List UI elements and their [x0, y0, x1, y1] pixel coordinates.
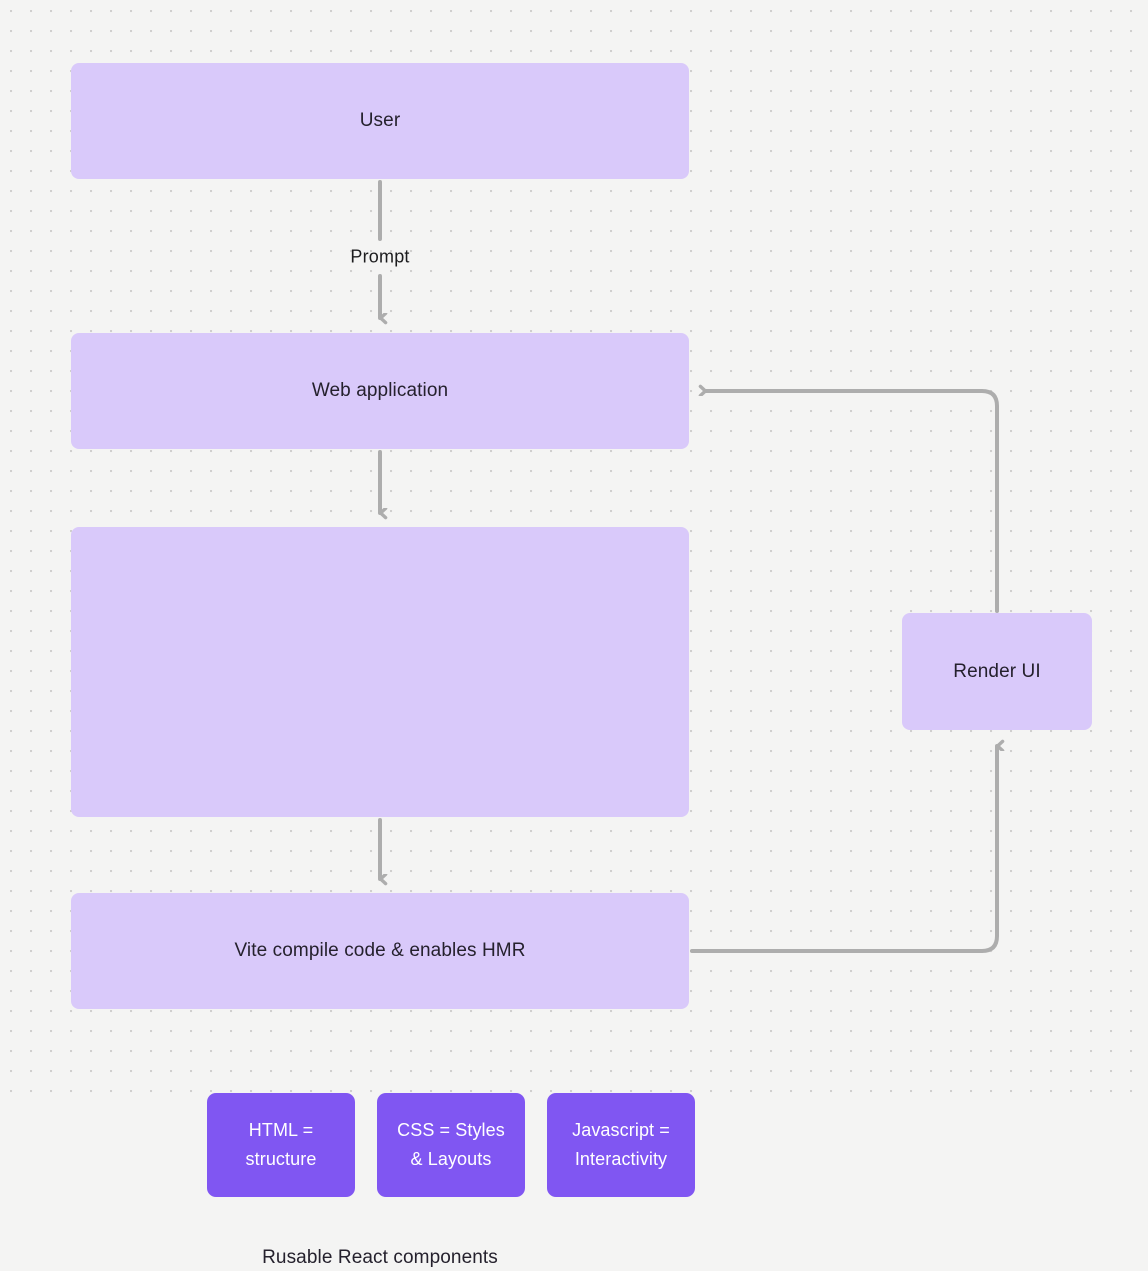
node-user-label: User: [359, 110, 401, 132]
node-javascript-label: Javascript = Interactivity: [572, 1116, 670, 1174]
node-render-ui-label: Render UI: [953, 660, 1041, 682]
node-vite-label: Vite compile code & enables HMR: [234, 940, 526, 962]
node-web-application[interactable]: Web application: [71, 333, 689, 449]
node-user[interactable]: User: [71, 63, 689, 179]
node-vite[interactable]: Vite compile code & enables HMR: [71, 893, 689, 1009]
node-css-line1: CSS = Styles: [397, 1120, 505, 1141]
node-javascript-line1: Javascript =: [572, 1120, 670, 1141]
components-group-inner: HTML = structure CSS = Styles & Layouts …: [71, 527, 695, 1268]
node-html-label: HTML = structure: [246, 1116, 317, 1174]
components-group-caption: Rusable React components: [262, 1247, 498, 1268]
edge-render-ui-to-webapp: [706, 391, 999, 613]
node-components-group[interactable]: HTML = structure CSS = Styles & Layouts …: [71, 527, 695, 1268]
node-html[interactable]: HTML = structure: [207, 1093, 355, 1197]
node-html-line1: HTML =: [248, 1120, 314, 1141]
node-css[interactable]: CSS = Styles & Layouts: [377, 1093, 525, 1197]
node-html-line2: structure: [245, 1149, 317, 1169]
node-css-line2: & Layouts: [410, 1149, 492, 1169]
node-javascript[interactable]: Javascript = Interactivity: [547, 1093, 695, 1197]
node-css-label: CSS = Styles & Layouts: [397, 1116, 505, 1174]
node-render-ui[interactable]: Render UI: [902, 613, 1092, 730]
node-javascript-line2: Interactivity: [574, 1149, 668, 1169]
edge-vite-to-render-ui: [690, 746, 997, 953]
edge-label-prompt: Prompt: [350, 246, 410, 267]
node-web-application-label: Web application: [311, 380, 449, 402]
